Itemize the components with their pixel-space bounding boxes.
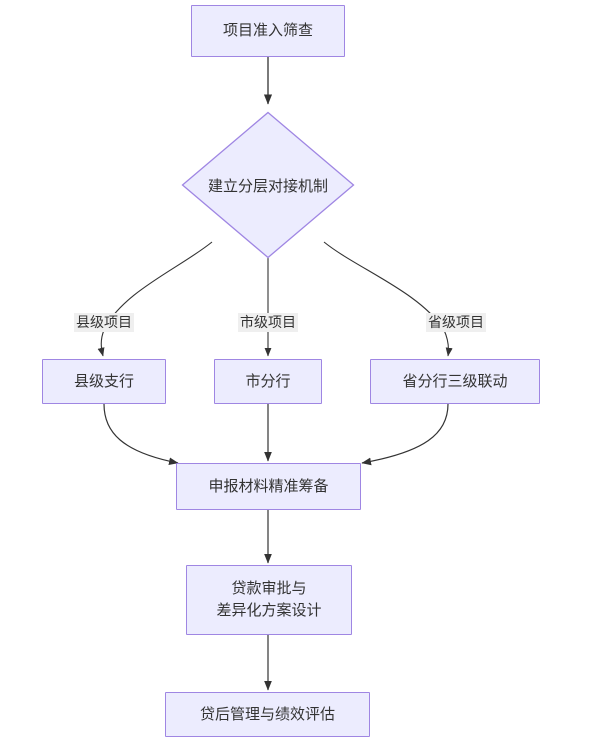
edge-n2-n5 <box>323 241 453 357</box>
node-tiered-docking-decision[interactable]: 建立分层对接机制 <box>181 111 355 259</box>
diamond-label-wrapper: 建立分层对接机制 <box>181 111 355 259</box>
node-county-branch[interactable]: 县级支行 <box>42 359 166 404</box>
node-city-branch[interactable]: 市分行 <box>214 359 322 404</box>
node-label: 贷后管理与绩效评估 <box>199 705 335 723</box>
node-label: 市分行 <box>245 372 291 390</box>
node-project-screening[interactable]: 项目准入筛查 <box>191 5 345 57</box>
node-label: 申报材料精准筹备 <box>208 477 329 495</box>
edge-n2-n3 <box>97 241 213 357</box>
node-loan-approval-scheme-design[interactable]: 贷款审批与 差异化方案设计 <box>186 565 352 635</box>
diamond-shape <box>181 111 355 259</box>
node-label: 项目准入筛查 <box>222 22 313 40</box>
edge-label-province: 省级项目 <box>426 313 486 332</box>
edge-label-text: 市级项目 <box>240 314 296 330</box>
edge-label-text: 县级项目 <box>76 314 132 330</box>
node-label: 县级支行 <box>73 372 134 390</box>
node-label: 省分行三级联动 <box>402 372 508 390</box>
edge-label-city: 市级项目 <box>238 313 298 332</box>
node-label: 建立分层对接机制 <box>207 177 328 195</box>
edge-label-text: 省级项目 <box>428 314 484 330</box>
node-provincial-branch-linkage[interactable]: 省分行三级联动 <box>370 359 540 404</box>
node-post-loan-management-evaluation[interactable]: 贷后管理与绩效评估 <box>165 692 370 737</box>
node-label: 贷款审批与 差异化方案设计 <box>216 580 322 619</box>
edge-n5-n6 <box>361 403 449 466</box>
node-application-materials-preparation[interactable]: 申报材料精准筹备 <box>176 463 361 510</box>
edge-n3-n6 <box>103 403 179 466</box>
edge-label-county: 县级项目 <box>74 313 134 332</box>
